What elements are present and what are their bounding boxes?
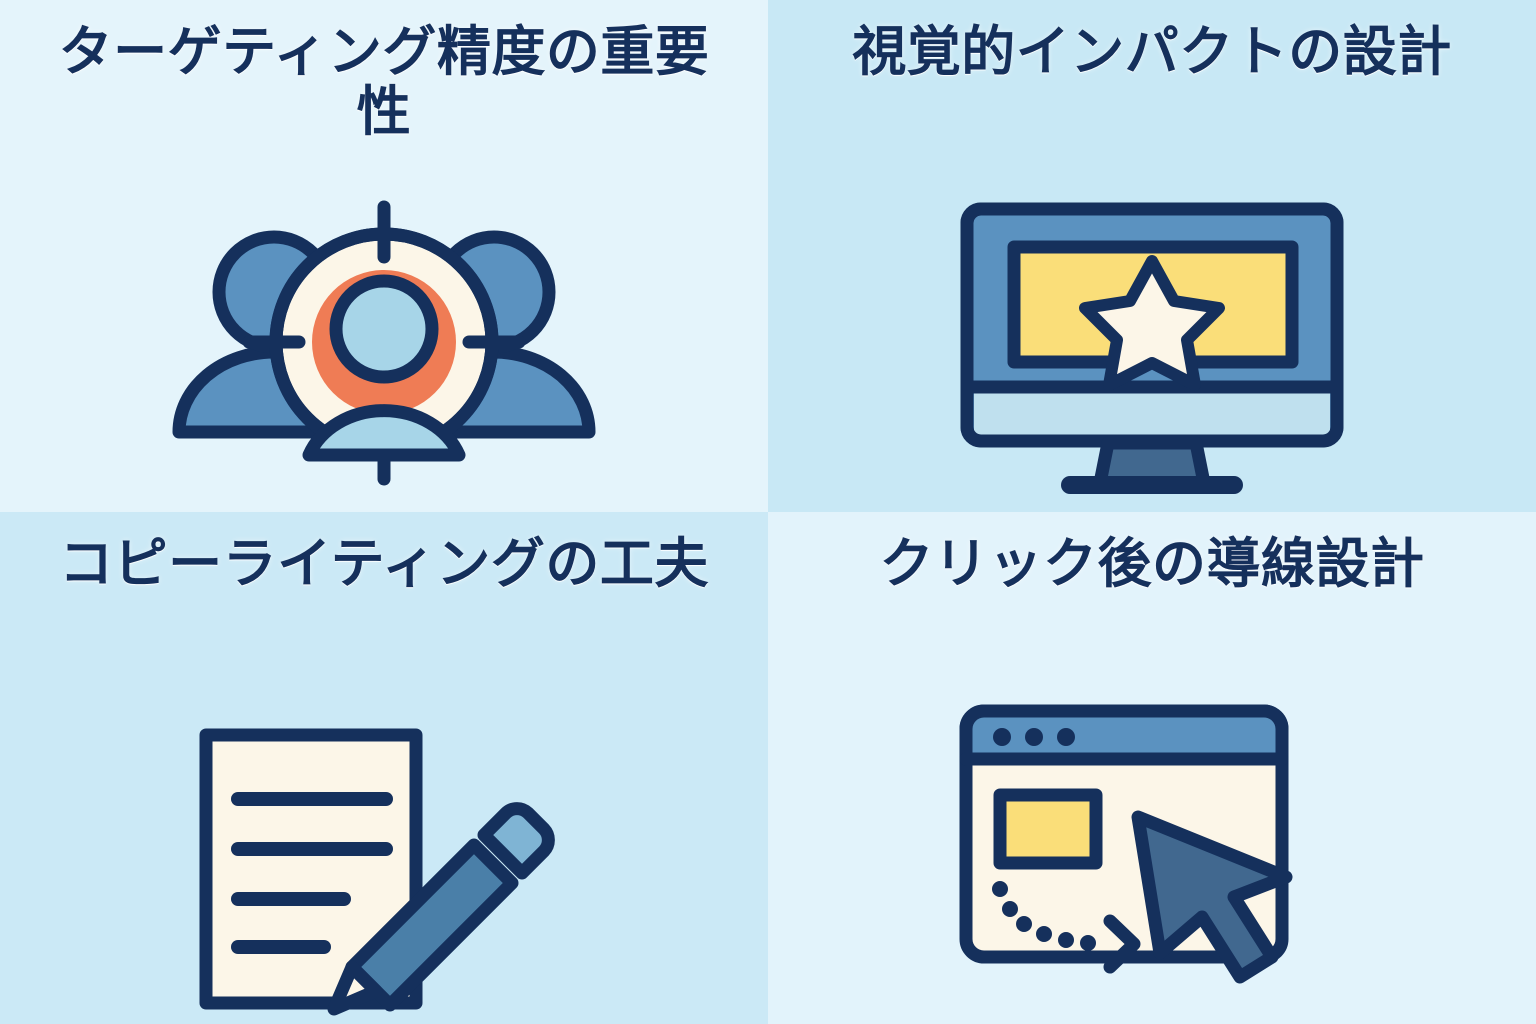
flow-arrow <box>1103 914 1141 974</box>
card-post-click-flow: クリック後の導線設計 <box>768 512 1536 1024</box>
mouse-cursor-icon <box>1131 810 1293 984</box>
monitor-star-icon <box>952 197 1352 502</box>
browser-titlebar <box>959 704 1289 766</box>
browser-dots <box>993 728 1075 746</box>
person-center <box>302 274 466 462</box>
card-copywriting: コピーライティングの工夫 <box>0 512 768 1024</box>
card-targeting-accuracy: ターゲティング精度の重要性 <box>0 0 768 512</box>
card-title-post-click-flow: クリック後の導線設計 <box>879 534 1425 594</box>
browser-cursor-icon <box>952 699 1352 1024</box>
pencil <box>327 802 555 1016</box>
audience-target-icon <box>149 197 619 492</box>
star-icon <box>1079 255 1225 391</box>
cta-block <box>993 788 1103 870</box>
flow-dots <box>992 881 1096 951</box>
card-title-targeting-accuracy: ターゲティング精度の重要性 <box>58 22 710 143</box>
card-visual-impact: 視覚的インパクトの設計 <box>768 0 1536 512</box>
document-pencil-icon <box>184 719 584 1024</box>
document-lines <box>231 792 393 954</box>
card-title-visual-impact: 視覚的インパクトの設計 <box>852 22 1452 82</box>
card-title-copywriting: コピーライティングの工夫 <box>59 534 709 594</box>
